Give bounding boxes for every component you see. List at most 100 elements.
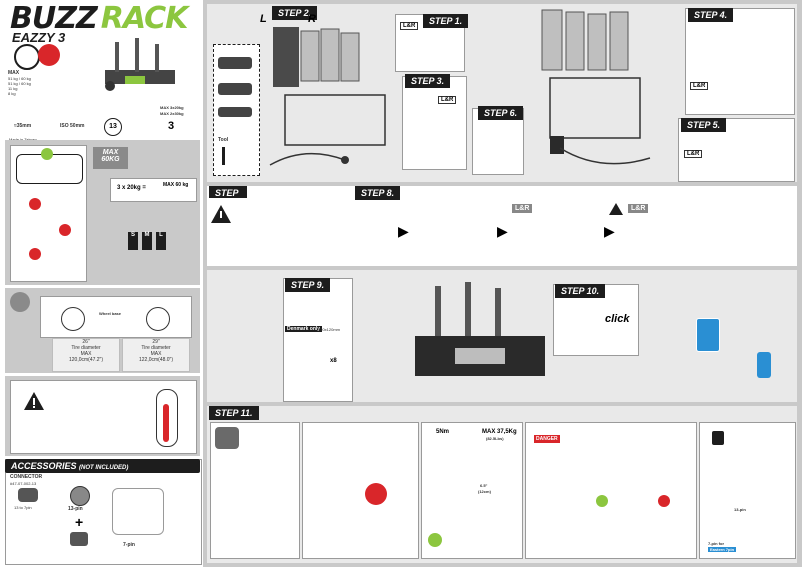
car-rear-icon: [112, 488, 164, 535]
wheel-front: [61, 307, 85, 331]
weight-row-3: 11 kg: [8, 86, 18, 91]
left-label: L: [260, 13, 267, 25]
wheel-col-29: 29" Tire diameter MAX 122,0cm(48.0"): [122, 338, 190, 372]
iso-spec: ISO 50mm: [60, 123, 85, 129]
plus-icon: +: [75, 514, 84, 530]
stop-icon: [365, 483, 387, 505]
accessories-subtitle: (NOT INCLUDED): [79, 465, 129, 471]
connector-label: CONNECTOR: [10, 474, 43, 480]
thermometer-icon: [156, 389, 178, 447]
lr-label-4: L&R: [690, 82, 709, 90]
model-name: EAZZY 3: [12, 30, 66, 45]
arrow-right-2: ▶: [497, 223, 508, 239]
tire-29-desc: Tire diameter: [141, 345, 171, 351]
rack-illustration-2: [541, 9, 651, 165]
step4-box: [685, 8, 795, 115]
warning-icon-2: [211, 205, 231, 223]
max37b-label: (82.5Lbs): [486, 436, 504, 441]
max-line-1: MAX 3x20kg: [160, 105, 184, 110]
warning-icon: [24, 392, 44, 410]
step6-tag: STEP 6.: [478, 106, 524, 120]
wheel-rear: [146, 307, 170, 331]
step2-tag: STEP 2.: [272, 6, 318, 20]
part-strap: [218, 83, 252, 95]
rack-illustration-1: [269, 27, 386, 166]
diameter-spec: ≈35mm: [14, 123, 32, 129]
denmark-sub: 520x120mm: [318, 327, 341, 332]
danger-label: DANGER: [534, 435, 560, 443]
rack-thumbnail: [105, 38, 175, 91]
weight-table: MAX 51 kg / 60 kg 51 kg / 60 kg 11 kg 8 …: [8, 70, 93, 110]
row2-panel: [207, 186, 797, 266]
plug-13pin-icon: [70, 486, 90, 506]
part-clamp: [218, 107, 252, 117]
angle-badge: 13: [104, 118, 122, 136]
step3-box: [402, 76, 467, 170]
tool-label: Tool: [218, 137, 229, 143]
step7-tag: STEP 7.: [209, 186, 247, 208]
brand-part2: RACK: [100, 1, 189, 36]
parts-list: Tool: [213, 44, 260, 176]
pin-note: 7-pin for: [708, 541, 724, 546]
pin13-label-2: 13-pin: [734, 507, 746, 512]
dist2-label: (12cm): [478, 489, 491, 494]
formula-result: MAX 60 kg: [163, 182, 189, 188]
weight-row-4: 8 kg: [8, 91, 16, 96]
step4-tag: STEP 4.: [688, 8, 734, 22]
step10-tag: STEP 10.: [555, 284, 606, 298]
info-badge: [696, 318, 720, 352]
no-icon-1: [29, 198, 41, 210]
step1-tag: STEP 1.: [423, 14, 469, 28]
lr-label-8a: L&R: [512, 204, 533, 213]
arrow-right-3: ▶: [604, 223, 615, 239]
heat-warning-box: [10, 380, 197, 454]
plug-7pin-icon: [70, 532, 88, 546]
allen-key-icon: [222, 147, 225, 165]
tire-26: 26": [82, 339, 90, 345]
wheelbase-diagram: Wheel base: [40, 296, 192, 338]
weight-row-2: 51 kg / 60 kg: [8, 81, 31, 86]
step11-col3: 5Nm MAX 37,5Kg (82.5Lbs) 6.5" (12cm): [421, 422, 523, 559]
tire-26-max-val: 120,0cm(47.2"): [68, 357, 103, 363]
lr-label-5: L&R: [684, 150, 703, 158]
brand-part1: BUZZ: [10, 1, 98, 36]
weight-row-1: 51 kg / 60 kg: [8, 76, 31, 81]
step5-tag: STEP 5.: [681, 118, 727, 132]
no-icon-4: [658, 495, 670, 507]
tire-29: 29": [152, 339, 160, 345]
tire-26-desc: Tire diameter: [71, 345, 101, 351]
max-line-2: MAX 2x30kg: [160, 111, 184, 116]
right-label: R: [308, 13, 316, 25]
step9-box: [283, 278, 353, 402]
step9-tag: STEP 9.: [285, 278, 331, 292]
phone-icon: [757, 352, 771, 378]
thumbs-up-icon: [41, 148, 53, 160]
dist-label: 6.5": [480, 483, 488, 488]
slot-l: L: [156, 232, 166, 250]
adapter-sub: 13 to 7pin: [14, 505, 32, 510]
step8-tag: STEP 8.: [355, 186, 401, 200]
pin13-label: 13-pin: [68, 506, 83, 512]
wrench-icon: [215, 427, 239, 449]
connector-part-no: #47-07-002-13: [10, 481, 37, 486]
tire-29-max-val: 122,0cm(48.0"): [138, 357, 173, 363]
wheel-col-26: 26" Tire diameter MAX 120,0cm(47.2"): [52, 338, 120, 372]
lock-icon: [712, 431, 724, 445]
ok-icon: [428, 533, 442, 547]
wheel-icon: [10, 292, 30, 312]
pin-note-2: Eastern 7pin: [708, 547, 737, 552]
step11-col2: [302, 422, 419, 559]
accessories-title: ACCESSORIES: [11, 461, 77, 471]
accessories-header: ACCESSORIES (NOT INCLUDED): [5, 459, 200, 473]
tire-26-max: MAX: [80, 351, 92, 357]
formula-box: 3 x 20kg = MAX 60 kg: [110, 178, 197, 202]
ok-icon-2: [596, 495, 608, 507]
step11-col4: DANGER: [525, 422, 697, 559]
denmark-label: Denmark only: [285, 326, 323, 332]
lr-label-3: L&R: [438, 96, 457, 104]
slot-m: M: [142, 232, 152, 250]
tire-29-max: MAX: [150, 351, 162, 357]
lr-label-8b: L&R: [628, 204, 649, 213]
made-in: Made in Taiwan: [9, 137, 37, 142]
max37-label: MAX 37,5Kg: [482, 429, 517, 435]
